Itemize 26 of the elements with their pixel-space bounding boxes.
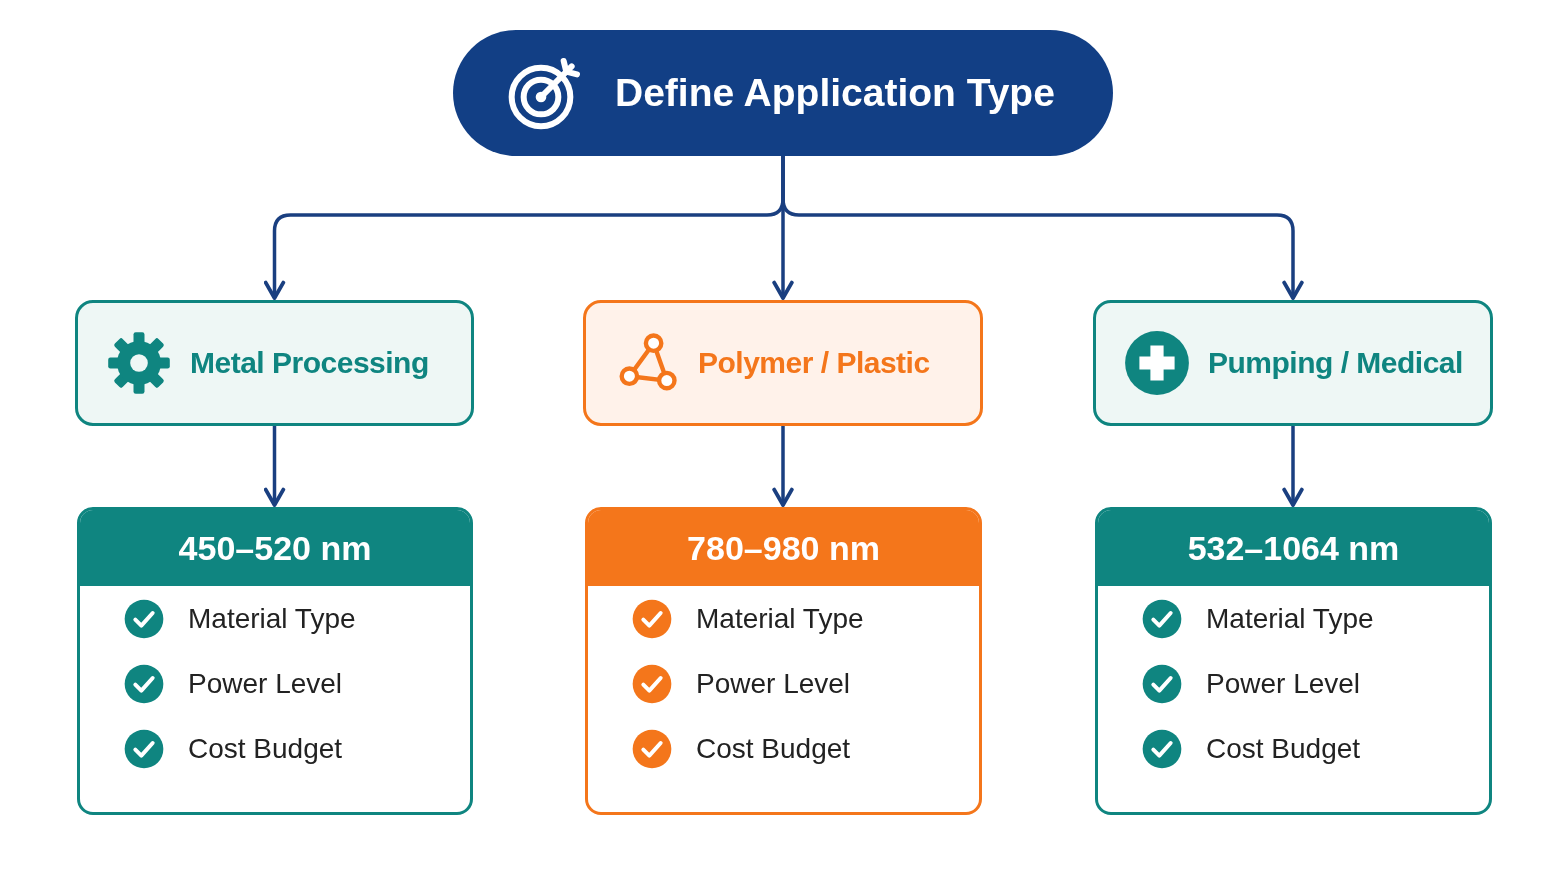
- list-item: Cost Budget: [188, 732, 343, 765]
- category-box: [75, 300, 474, 426]
- list-item: Cost Budget: [696, 732, 851, 765]
- arrow: [1282, 426, 1304, 507]
- checklist-card: [77, 507, 473, 815]
- node-label: Metal Processing: [190, 346, 429, 380]
- list-item: Material Type: [1206, 602, 1374, 635]
- checklist-card: [1095, 507, 1492, 815]
- arrow: [263, 426, 286, 507]
- card-header: 532–1064 nm: [1098, 510, 1489, 586]
- card-header: 450–520 nm: [80, 510, 470, 586]
- list-item: Power Level: [188, 667, 343, 700]
- list-item: Cost Budget: [1206, 732, 1361, 765]
- list-item: Power Level: [1206, 667, 1361, 700]
- node-label: Polymer / Plastic: [698, 346, 930, 380]
- category-box: [583, 300, 983, 426]
- card-header: 780–980 nm: [588, 510, 979, 586]
- node-label: Define Application Type: [615, 71, 1055, 115]
- checklist-card: [585, 507, 982, 815]
- arrow: [781, 156, 1304, 300]
- list-item: Material Type: [188, 602, 356, 635]
- category-box: [1093, 300, 1493, 426]
- list-item: Material Type: [696, 602, 864, 635]
- arrow: [772, 426, 794, 507]
- node-label: Pumping / Medical: [1208, 346, 1463, 380]
- list-item: Power Level: [696, 667, 851, 700]
